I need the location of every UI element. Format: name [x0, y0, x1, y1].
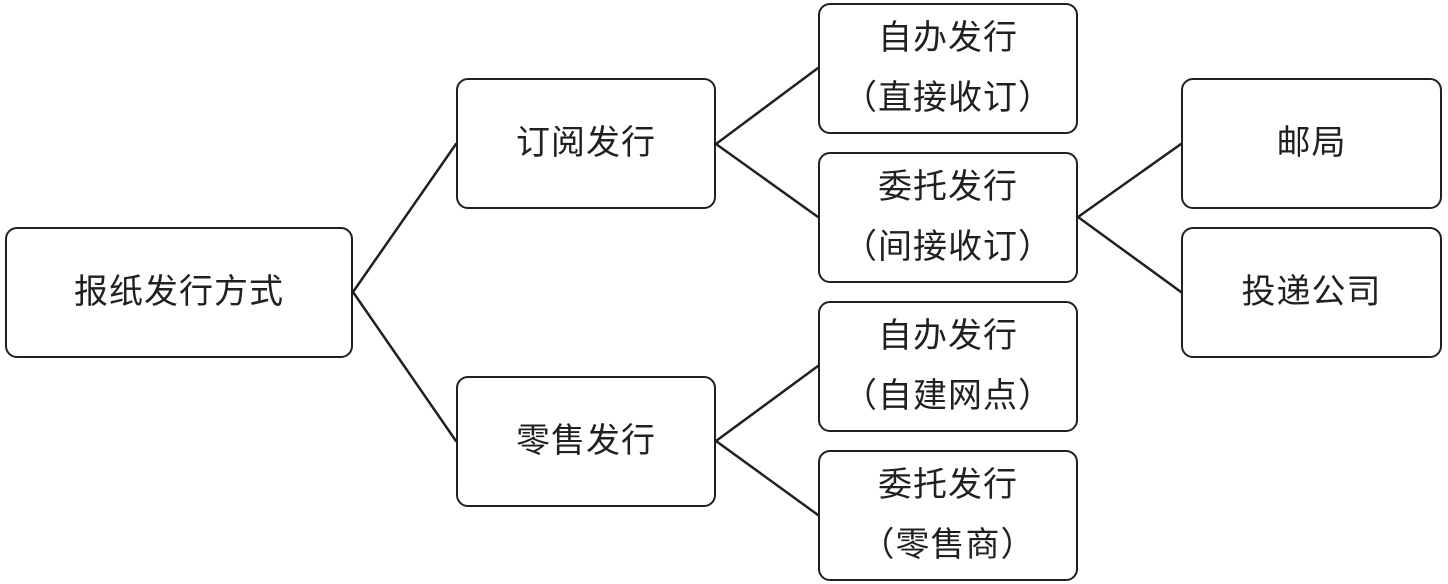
connector-agency-delivery	[1076, 215, 1183, 294]
node-subscription-agency-distribution: 委托发行 （间接收订）	[818, 152, 1078, 283]
node-newspaper-distribution-methods: 报纸发行方式	[5, 227, 353, 358]
node-label-line1: 自办发行	[878, 18, 1018, 58]
node-label: 报纸发行方式	[74, 271, 284, 312]
node-subscription-distribution: 订阅发行	[456, 78, 716, 209]
connector-root-retail	[351, 290, 458, 443]
node-label: 邮局	[1276, 122, 1347, 163]
node-label-line1: 委托发行	[878, 167, 1018, 207]
connector-retail-self	[714, 364, 820, 443]
node-label-line2: （直接收订）	[843, 77, 1053, 118]
connector-retail-agency	[714, 439, 820, 517]
node-label-line1: 委托发行	[878, 465, 1018, 505]
node-retail-agency-distribution: 委托发行 （零售商）	[818, 450, 1078, 581]
node-delivery-company: 投递公司	[1181, 227, 1442, 358]
node-retail-distribution: 零售发行	[456, 376, 716, 507]
node-label: 投递公司	[1241, 271, 1382, 312]
node-label: 订阅发行	[516, 122, 656, 163]
node-label-line2: （零售商）	[860, 524, 1036, 565]
node-label: 零售发行	[516, 420, 656, 461]
connector-subscription-self	[714, 66, 820, 146]
connector-subscription-agency	[714, 142, 820, 219]
node-retail-self-distribution: 自办发行 （自建网点）	[818, 301, 1078, 432]
connector-root-subscription	[351, 142, 458, 294]
node-label-line2: （自建网点）	[843, 375, 1053, 416]
connector-agency-post	[1076, 142, 1183, 219]
node-label-line1: 自办发行	[878, 316, 1018, 356]
node-label-line2: （间接收订）	[843, 226, 1053, 267]
node-post-office: 邮局	[1181, 78, 1442, 209]
node-subscription-self-distribution: 自办发行 （直接收订）	[818, 3, 1078, 134]
